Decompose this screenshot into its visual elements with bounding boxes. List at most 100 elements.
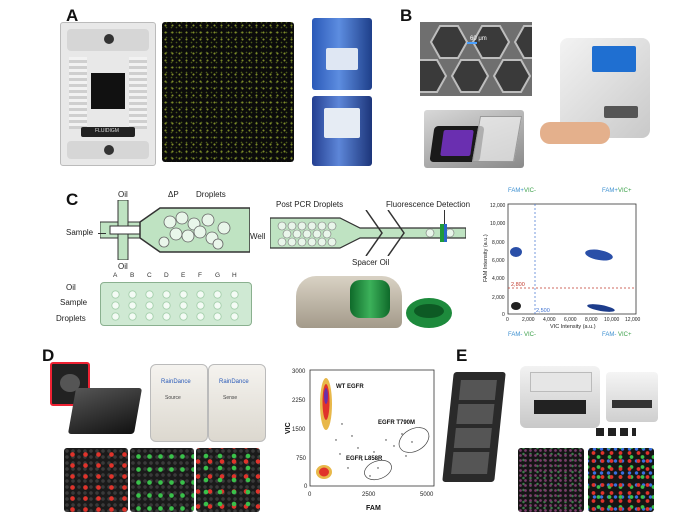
droplet-plate xyxy=(100,282,252,326)
scatter-c-xtick-5: 10,000 xyxy=(604,317,620,323)
plate-col-g: G xyxy=(215,272,221,279)
scatter-c-xtick-3: 6,000 xyxy=(564,317,577,323)
scatter-c-xtick-2: 4,000 xyxy=(543,317,556,323)
plate-col-h: H xyxy=(232,272,237,279)
scatter-c-q-tr-a: FAM+ xyxy=(602,188,618,194)
scatter-d-xlabel: FAM xyxy=(366,505,381,512)
chip-top-port-icon xyxy=(104,34,114,44)
reader-green-cover xyxy=(350,280,390,318)
ddpcr-2d-scatter: FAM+ VIC- FAM+ VIC+ FAM- VIC- FAM- VIC+ … xyxy=(483,188,641,338)
c-fluorescence-label: Fluorescence Detection xyxy=(386,200,471,209)
instrument-e-tray xyxy=(534,400,586,414)
chip-well-4 xyxy=(451,452,490,474)
cartridge-inner xyxy=(414,304,444,318)
instrument-top-photo xyxy=(312,18,372,90)
droplet-reader-photo xyxy=(296,276,402,328)
chip-well-1 xyxy=(458,380,497,400)
instrument-bottom-photo xyxy=(312,96,372,166)
scatter-c-q-tr-b: VIC+ xyxy=(618,188,632,194)
secondary-instrument-photo xyxy=(606,372,658,422)
plate-col-c: C xyxy=(147,272,152,279)
scatter-d-ann-t790m: EGFR T790M xyxy=(378,420,415,426)
scatter-c-ytick-0: 12,000 xyxy=(490,203,506,209)
scatter-c-xlabel: VIC Intensity (a.u.) xyxy=(550,324,596,330)
sense-sub: Sense xyxy=(223,395,238,401)
source-brand: RainDance xyxy=(161,379,191,385)
scatter-c-q-bl-a: FAM- xyxy=(508,332,522,338)
scatter-c-q-bl-b: VIC- xyxy=(524,332,536,338)
c-droplets-label: Droplets xyxy=(196,190,226,199)
instrument-bottom-panel xyxy=(324,108,360,138)
plate-col-b: B xyxy=(130,272,135,279)
sense-brand: RainDance xyxy=(219,379,249,385)
fluorescence-arrow xyxy=(444,210,445,224)
hand-holding-instrument xyxy=(540,122,610,144)
scatter-d-ann-wt: WT EGFR xyxy=(336,384,364,390)
scatter-d-ytick-3: 750 xyxy=(296,456,307,462)
plate-col-d: D xyxy=(164,272,169,279)
chip-fluorescence-image-2 xyxy=(588,448,654,512)
chip-holder-photo xyxy=(424,110,524,168)
panel-label-d: D xyxy=(42,346,55,365)
scatter-c-xtick-0: 0 xyxy=(506,317,509,323)
plate-col-e: E xyxy=(181,272,186,279)
raindance-cartridge-photo xyxy=(67,388,143,434)
scatter-c-ytick-6: 0 xyxy=(502,312,505,318)
c-spacer-oil-label: Spacer Oil xyxy=(352,258,390,267)
instrument-e2-slot xyxy=(612,400,652,408)
hexagon-scale-label: 60 μm xyxy=(470,36,487,42)
panel-label-b: B xyxy=(400,6,413,25)
chip-left-column xyxy=(69,57,87,129)
scatter-d-ytick-4: 0 xyxy=(304,484,308,490)
plate-droplets-label: Droplets xyxy=(56,314,86,323)
scatter-d-neg-cluster xyxy=(316,465,332,479)
scatter-d-xtick-2: 5000 xyxy=(420,492,434,498)
scatter-c-ylabel: FAM Intensity (a.u.) xyxy=(483,234,489,282)
chip-bottom-port-icon xyxy=(104,145,114,155)
panel-label-a: A xyxy=(66,6,79,25)
scatter-d-ytick-1: 2250 xyxy=(292,398,306,404)
scatter-d-ann-l858r: EGFR L858R xyxy=(346,456,383,462)
scatter-c-threshold-y: 2,800 xyxy=(511,282,525,288)
raindance-2d-scatter: WT EGFR EGFR T790M EGFR L858R VIC FAM 30… xyxy=(285,369,435,512)
mini-chips xyxy=(596,428,636,436)
plate-col-f: F xyxy=(198,272,202,279)
scatter-c-q-br-a: FAM- xyxy=(602,332,616,338)
c-post-pcr-label: Post PCR Droplets xyxy=(276,200,344,209)
c-sample-label: Sample xyxy=(66,228,94,237)
scatter-c-ytick-5: 2,000 xyxy=(492,295,505,301)
instrument-top-panel xyxy=(326,48,358,70)
plate-oil-label: Oil xyxy=(66,283,76,292)
droplet-generator-schematic xyxy=(100,200,250,260)
scatter-d-ytick-2: 1500 xyxy=(292,427,306,433)
cluster-fam-pos xyxy=(510,247,522,257)
array-fluorescence-image xyxy=(162,22,294,162)
panel-label-e: E xyxy=(456,346,468,365)
scatter-c-xtick-4: 8,000 xyxy=(585,317,598,323)
scatter-d-dots xyxy=(335,423,413,477)
scatter-d-ylabel: VIC xyxy=(285,422,292,434)
scatter-c-xtick-1: 2,000 xyxy=(522,317,535,323)
scatter-d-xtick-1: 2500 xyxy=(362,492,376,498)
scatter-c-xtick-6: 12,000 xyxy=(625,317,641,323)
plate-col-a: A xyxy=(113,272,118,279)
raindance-sense-device: RainDance Sense xyxy=(208,364,266,442)
cluster-negative xyxy=(511,302,521,310)
droplet-image-merged xyxy=(196,448,260,512)
raindance-chip-window xyxy=(60,374,80,392)
chip-well-3 xyxy=(453,428,492,448)
scatter-c-q-tl-b: VIC- xyxy=(524,188,536,194)
chip-array xyxy=(91,73,125,109)
cluster-vic-pos xyxy=(587,304,615,312)
c-oil-top-label: Oil xyxy=(118,190,128,199)
c-oil-bottom-label: Oil xyxy=(118,262,128,271)
fluidigm-chip: FLUIDIGM xyxy=(60,22,156,166)
chip-right-column xyxy=(129,57,147,129)
multiwell-chip-photo xyxy=(442,372,506,482)
droplet-cartridge-photo xyxy=(406,298,452,328)
chip-well-2 xyxy=(456,404,495,424)
plate-sample-label: Sample xyxy=(60,298,88,307)
source-sub: Source xyxy=(165,395,181,401)
panel-label-c: C xyxy=(66,190,79,209)
chip-fluorescence-image-1 xyxy=(518,448,584,512)
